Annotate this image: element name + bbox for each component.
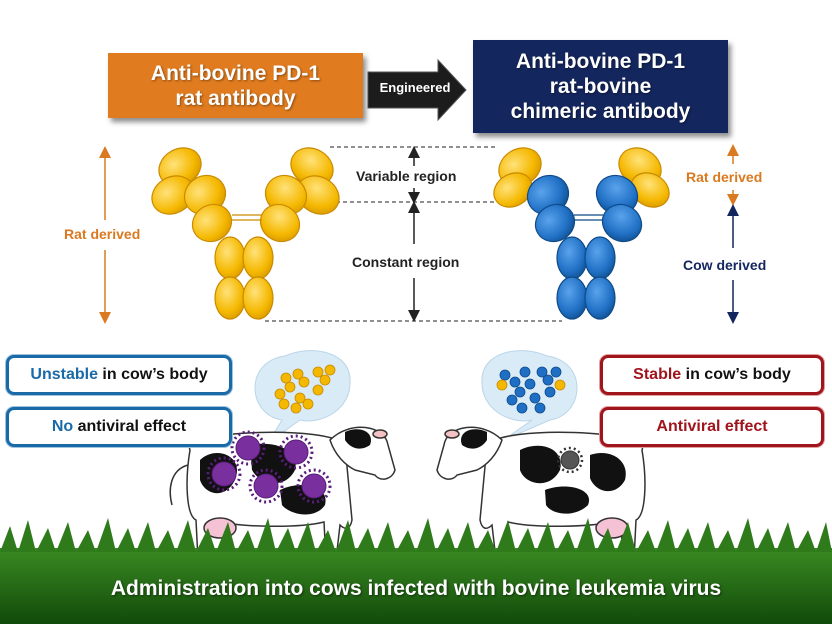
- stable-rest: in cow’s body: [681, 366, 791, 383]
- antiviral-effect-badge: Antiviral effect: [600, 407, 824, 447]
- grass-ground: [0, 518, 832, 624]
- cow-icon-right: [436, 426, 646, 561]
- virus-icon: [206, 430, 332, 504]
- engineered-label: Engineered: [379, 80, 451, 95]
- constant-region-label: Constant region: [352, 254, 460, 270]
- unstable-rest: in cow’s body: [97, 366, 208, 383]
- unstable-highlight: Unstable: [30, 366, 98, 383]
- stable-in-body-badge: Stable in cow’s body: [600, 355, 824, 395]
- right-rat-derived-label: Rat derived: [686, 169, 763, 185]
- chimeric-antibody-icon: [493, 147, 670, 320]
- no-antiviral-rest: antiviral effect: [73, 418, 187, 435]
- rat-antibody-icon: [151, 147, 340, 320]
- small-antibody-yellow: [274, 364, 336, 414]
- no-highlight: No: [51, 418, 74, 435]
- administration-banner: Administration into cows infected with b…: [110, 577, 722, 600]
- chimeric-antibody-title: Anti-bovine PD-1 rat-bovine chimeric ant…: [473, 40, 728, 133]
- variable-region-label: Variable region: [356, 168, 457, 184]
- left-rat-derived-label: Rat derived: [64, 226, 141, 242]
- no-antiviral-effect-badge: No antiviral effect: [6, 407, 232, 447]
- speech-bubble-icon: [481, 350, 578, 442]
- cow-derived-label: Cow derived: [683, 257, 767, 273]
- rat-antibody-title: Anti-bovine PD-1 rat antibody: [108, 53, 363, 118]
- unstable-in-body-badge: Unstable in cow’s body: [6, 355, 232, 395]
- stable-highlight: Stable: [633, 366, 682, 383]
- small-antibody-blue: [496, 366, 566, 414]
- arrow-right-icon: [367, 58, 467, 122]
- virus-icon: [556, 446, 584, 474]
